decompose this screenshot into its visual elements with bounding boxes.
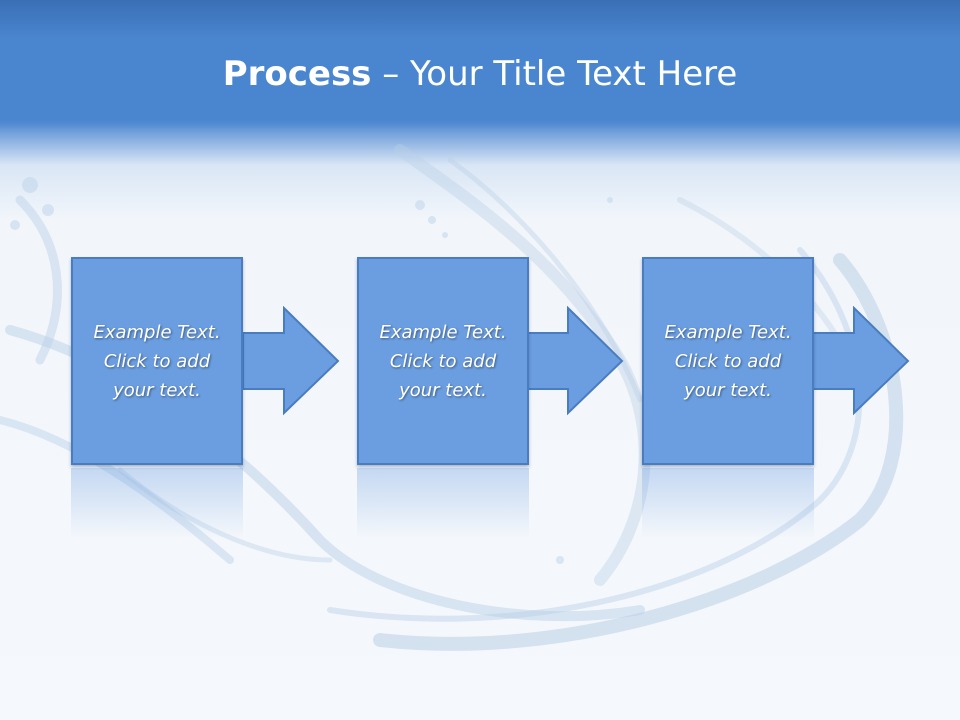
title-bold-part: Process [222, 54, 372, 94]
arrow-right-icon [243, 306, 340, 416]
process-step-3[interactable]: Example Text. Click to add your text. [642, 257, 814, 465]
step-2-line-3: your text. [399, 379, 487, 401]
step-3-text: Example Text. Click to add your text. [658, 318, 797, 405]
step-2-line-1: Example Text. [379, 321, 507, 343]
step-1-text: Example Text. Click to add your text. [87, 318, 226, 405]
arrow-right-icon [813, 306, 910, 416]
step-3-line-3: your text. [684, 379, 772, 401]
step-2-line-2: Click to add [389, 350, 497, 372]
step-2-text: Example Text. Click to add your text. [373, 318, 512, 405]
process-step-1[interactable]: Example Text. Click to add your text. [71, 257, 243, 465]
process-step-2[interactable]: Example Text. Click to add your text. [357, 257, 529, 465]
step-1-line-2: Click to add [103, 350, 211, 372]
step-3-line-1: Example Text. [664, 321, 792, 343]
step-1-line-1: Example Text. [93, 321, 221, 343]
title-rest-part: – Your Title Text Here [371, 54, 738, 94]
arrow-right-icon [527, 306, 624, 416]
step-1-reflection [71, 468, 243, 538]
step-3-reflection [642, 468, 814, 538]
step-3-line-2: Click to add [674, 350, 782, 372]
step-1-line-3: your text. [113, 379, 201, 401]
step-2-reflection [357, 468, 529, 538]
page-title[interactable]: Process – Your Title Text Here [0, 52, 960, 96]
header-band [0, 0, 960, 130]
